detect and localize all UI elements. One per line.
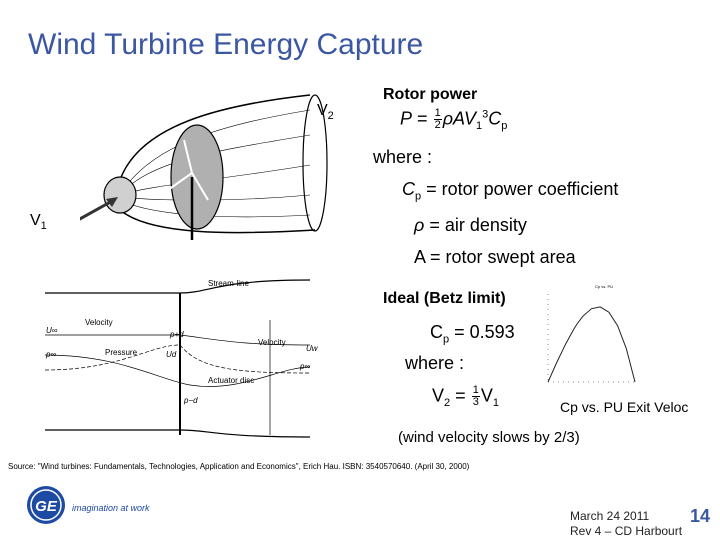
actuator-disc-diagram [44, 279, 311, 438]
u-inf-label: U∞ [46, 326, 58, 335]
betz-cp: Cp = 0.593 [430, 322, 515, 346]
footer-date: March 24 2011 [570, 509, 650, 523]
velocity-left-label: Velocity [85, 318, 113, 327]
streamline-label: Stream-line [208, 279, 249, 288]
rotor-power-where: where : [373, 147, 433, 167]
actuator-label: Actuator disc [208, 376, 255, 385]
rho-definition: ρ = air density [414, 215, 527, 235]
cp-chart: Cp vs. PU [547, 284, 636, 383]
cp-chart-title: Cp vs. PU [595, 284, 613, 289]
slide-title: Wind Turbine Energy Capture [28, 28, 424, 61]
rotor-disc [170, 124, 224, 230]
p-inf-label: p∞ [46, 350, 57, 359]
velocity-right-label: Velocity [258, 338, 286, 347]
pressure-label: Pressure [105, 348, 138, 357]
stream-tube-diagram [80, 94, 328, 240]
p-d-plus-label: p+d [170, 330, 184, 339]
footer-revision: Rev 4 – CD Harbourt [570, 524, 683, 538]
u-w-label: Uw [306, 344, 318, 353]
p-inf-right-label: p∞ [300, 362, 311, 371]
p-d-minus-label: p−d [184, 396, 198, 405]
betz-heading: Ideal (Betz limit) [383, 290, 506, 307]
rotor-power-heading: Rotor power [383, 86, 478, 103]
area-definition: A = rotor swept area [414, 247, 576, 267]
page-number: 14 [690, 506, 711, 526]
svg-text:GE: GE [35, 498, 58, 515]
u-d-label: Ud [166, 350, 177, 359]
v1-label: V1 [30, 212, 47, 233]
ge-logo-icon: GE [27, 486, 65, 524]
wind-note: (wind velocity slows by 2/3) [398, 429, 580, 446]
cp-definition: Cp = rotor power coefficient [402, 179, 619, 203]
betz-where: where : [405, 353, 465, 373]
cp-series-line-0 [547, 306, 636, 383]
chart-caption: Cp vs. PU Exit Veloc [560, 399, 689, 415]
logo-tagline: imagination at work [72, 503, 150, 513]
v2-label: V2 [317, 102, 334, 123]
source-citation: Source: "Wind turbines: Fundamentals, Te… [8, 462, 470, 471]
